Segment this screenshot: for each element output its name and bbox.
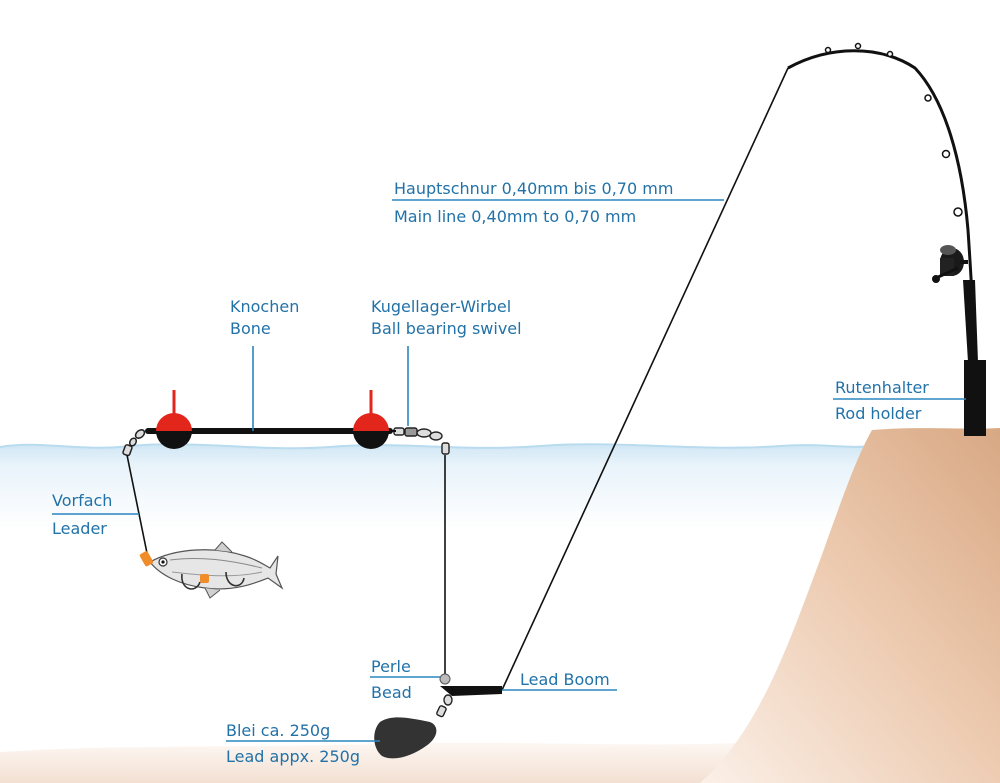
bead-icon bbox=[439, 673, 451, 685]
main-line bbox=[501, 67, 789, 691]
main-line-label-en: Main line 0,40mm to 0,70 mm bbox=[394, 207, 636, 226]
rod-holder-label-de: Rutenhalter bbox=[835, 378, 929, 397]
leader-line bbox=[126, 454, 149, 559]
rod-holder-icon bbox=[964, 360, 986, 436]
swivel-label-de: Kugellager-Wirbel bbox=[371, 297, 511, 316]
lead-weight-icon bbox=[374, 717, 437, 759]
bone-label-de: Knochen bbox=[230, 297, 299, 316]
bead-label-de: Perle bbox=[371, 657, 411, 676]
lead-label-en: Lead appx. 250g bbox=[226, 747, 360, 766]
rod-guides bbox=[824, 42, 963, 217]
left-swivel-icon bbox=[122, 429, 146, 457]
water-body bbox=[0, 444, 870, 783]
fish-bait-icon bbox=[139, 541, 284, 599]
fishing-reel-icon bbox=[932, 245, 968, 283]
main-line-label-de: Hauptschnur 0,40mm bis 0,70 mm bbox=[394, 179, 673, 198]
float-left-icon bbox=[156, 390, 192, 449]
fishing-rod bbox=[787, 49, 977, 363]
bank bbox=[700, 428, 1000, 783]
leader-label-en: Leader bbox=[52, 519, 107, 538]
rod-butt bbox=[963, 280, 978, 362]
bead-label-en: Bead bbox=[371, 683, 412, 702]
swivel-label-en: Ball bearing swivel bbox=[371, 319, 522, 338]
lead-boom-label: Lead Boom bbox=[520, 670, 610, 689]
ball-bearing-swivel-icon bbox=[393, 427, 450, 455]
bone-label-en: Bone bbox=[230, 319, 271, 338]
lead-label-de: Blei ca. 250g bbox=[226, 721, 330, 740]
lead-boom-icon bbox=[440, 686, 502, 696]
lead-swivel-icon bbox=[436, 694, 453, 718]
leader-label-de: Vorfach bbox=[52, 491, 112, 510]
float-right-icon bbox=[353, 390, 389, 449]
seabed bbox=[0, 742, 760, 783]
rod-holder-label-en: Rod holder bbox=[835, 404, 922, 423]
